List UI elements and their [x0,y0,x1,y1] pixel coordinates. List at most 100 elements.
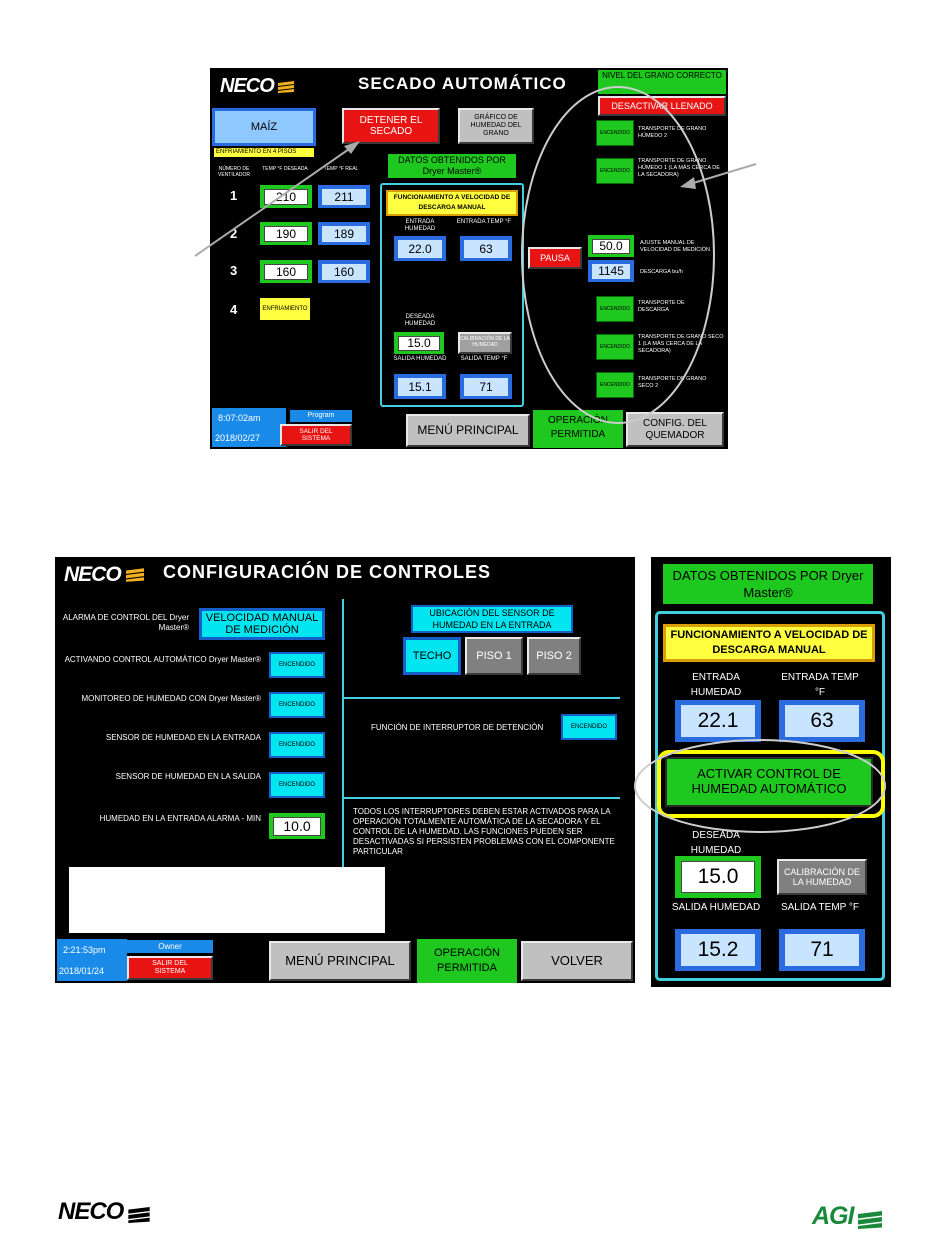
clock-panel [57,939,127,981]
dryer-master-panel [380,183,524,407]
neco-flag-icon [128,1206,150,1223]
calibration-button[interactable]: CALIBRACIÓN DE LA HUMEDAD [458,332,512,354]
neco-flag-icon [125,568,144,583]
moisture-chart-button[interactable]: GRÁFICO DE HUMEDAD DEL GRANO [458,108,534,144]
main-menu-button[interactable]: MENÚ PRINCIPAL [406,414,530,447]
discharge-value: 1145 [588,260,634,282]
conveyor-toggle[interactable]: ENCENDIDO [596,296,634,322]
desired-moisture-value[interactable]: 15.0 [394,332,444,354]
footer-agi-logo: AGI [812,1202,882,1231]
out-temp-value: 71 [460,374,512,399]
out-moisture-label: SALIDA HUMEDAD [671,902,761,913]
switches-note: TODOS LOS INTERRUPTORES DEBEN ESTAR ACTI… [353,807,615,856]
conveyor-toggle[interactable]: ENCENDIDO [596,372,634,398]
in-moisture-value: 22.0 [394,236,446,261]
stop-switch-toggle[interactable]: ENCENDIDO [561,714,617,740]
fan-number: 2 [230,226,238,241]
desired-moisture-value[interactable]: 15.0 [675,856,761,898]
manual-speed-banner: FUNCIONAMIENTO A VELOCIDAD DE DESCARGA M… [663,624,875,662]
page-title: SECADO AUTOMÁTICO [358,74,567,93]
auto-control-toggle[interactable]: ENCENDIDO [269,652,325,678]
annotation-ellipse [634,739,886,833]
control-alarm-button[interactable]: VELOCIDAD MANUAL DE MEDICIÓN [199,608,325,640]
floor-2-button[interactable]: PISO 2 [527,637,581,675]
fan-number: 3 [230,263,238,278]
desired-header: TEMP °F DESEADA [262,166,308,172]
clock-time: 2:21:53pm [63,945,106,955]
control-alarm-label: ALARMA DE CONTROL DEL Dryer Master® [62,613,189,632]
fans-header: NÚMERO DE VENTILADOR [218,166,250,178]
auto-control-label: ACTIVANDO CONTROL AUTOMÁTICO Dryer Maste… [64,655,261,664]
neco-logo: NECO [64,563,144,587]
inlet-alarm-value[interactable]: 10.0 [269,813,325,839]
operation-status: OPERACIÓN PERMITIDA [417,939,517,983]
conveyor-toggle[interactable]: ENCENDIDO [596,158,634,184]
annotation-arrow-left [194,141,360,257]
exit-system-button[interactable]: SALIR DEL SISTEMA [280,424,352,446]
fan-real-temp: 160 [318,260,370,283]
exit-system-button[interactable]: SALIR DEL SISTEMA [127,956,213,980]
blank-white-box [69,867,385,933]
annotation-arrows [194,86,757,424]
main-menu-button[interactable]: MENÚ PRINCIPAL [269,941,411,981]
in-moisture-value: 22.1 [675,700,761,742]
conveyor-label: TRANSPORTE DE GRANO SECO 1 (LA MÁS CERCA… [638,334,724,354]
moisture-monitor-toggle[interactable]: ENCENDIDO [269,692,325,718]
annotation-circle [521,86,715,424]
cooling-note: ENFRIAMIENTO EN 4 PISOS [214,148,314,157]
desired-moisture-label: DESEADA HUMEDAD [404,314,436,328]
grain-type-button[interactable]: MAÍZ [212,108,316,146]
inlet-sensor-toggle[interactable]: ENCENDIDO [269,732,325,758]
operation-status: OPERACIÓN PERMITIDA [533,410,623,448]
outlet-sensor-label: SENSOR DE HUMEDAD EN LA SALIDA [115,772,261,781]
conveyor-toggle[interactable]: ENCENDIDO [596,120,634,146]
data-from-banner: DATOS OBTENIDOS POR Dryer Master® [663,564,873,604]
screen-dryer-master-zoom: DATOS OBTENIDOS POR Dryer Master® FUNCIO… [651,557,891,987]
burner-config-button[interactable]: CONFIG. DEL QUEMADOR [626,412,724,447]
clock-panel [212,408,286,447]
grain-level-indicator: NIVEL DEL GRANO CORRECTO [598,70,726,94]
out-temp-label: SALIDA TEMP °F [780,902,860,913]
user-label: Program [290,410,352,422]
stop-switch-label: FUNCIÓN DE INTERRUPTOR DE DETENCIÓN [371,723,544,732]
discharge-label: DESCARGA bu/h [640,269,683,275]
clock-date: 2018/02/27 [215,433,261,443]
fan-real-temp: 211 [318,185,370,208]
divider-vertical [342,599,344,869]
footer-neco-logo: NECO [58,1198,150,1226]
outlet-sensor-toggle[interactable]: ENCENDIDO [269,772,325,798]
neco-logo: NECO [220,75,295,98]
in-temp-value: 63 [779,700,865,742]
in-moisture-label: ENTRADA HUMEDAD [690,672,742,698]
fan-desired-temp[interactable]: 160 [260,260,312,283]
out-temp-label: SALIDA TEMP °F [460,356,508,362]
out-moisture-value: 15.1 [394,374,446,399]
in-temp-value: 63 [460,236,512,261]
conveyor-toggle[interactable]: ENCENDIDO [596,334,634,360]
stop-drying-button[interactable]: DETENER EL SECADO [342,108,440,144]
fan-real-temp: 189 [318,222,370,245]
roof-button[interactable]: TECHO [403,637,461,675]
conveyor-label: TRANSPORTE DE DESCARGA [638,300,685,313]
in-temp-label: ENTRADA TEMP °F [781,672,859,698]
fan-number: 4 [230,302,238,317]
pause-button[interactable]: PAUSA [528,247,582,269]
calibration-button[interactable]: CALIBRACIÓN DE LA HUMEDAD [777,859,867,895]
conveyor-label: TRANSPORTE DE GRANO HÚMEDO 1 (LA MÁS CER… [638,158,720,178]
in-temp-label: ENTRADA TEMP °F [456,219,512,225]
manual-speed-value[interactable]: 50.0 [588,235,634,257]
in-moisture-label: ENTRADA HUMEDAD [404,219,436,233]
floor-1-button[interactable]: PISO 1 [465,637,523,675]
annotation-arrow-right [680,163,757,189]
clock-date: 2018/01/24 [59,966,105,976]
back-button[interactable]: VOLVER [521,941,633,981]
fan-desired-temp[interactable]: 190 [260,222,312,245]
clock-time: 8:07:02am [218,413,261,423]
out-moisture-label: SALIDA HUMEDAD [393,356,447,362]
real-header: TEMP °F REAL [323,166,359,172]
moisture-monitor-label: MONITOREO DE HUMEDAD CON Dryer Master® [81,694,261,703]
agi-flag-icon [857,1210,882,1229]
divider-h2 [344,797,620,799]
activate-auto-control-button[interactable]: ACTIVAR CONTROL DE HUMEDAD AUTOMÁTICO [665,757,873,807]
user-label: Owner [127,940,213,953]
